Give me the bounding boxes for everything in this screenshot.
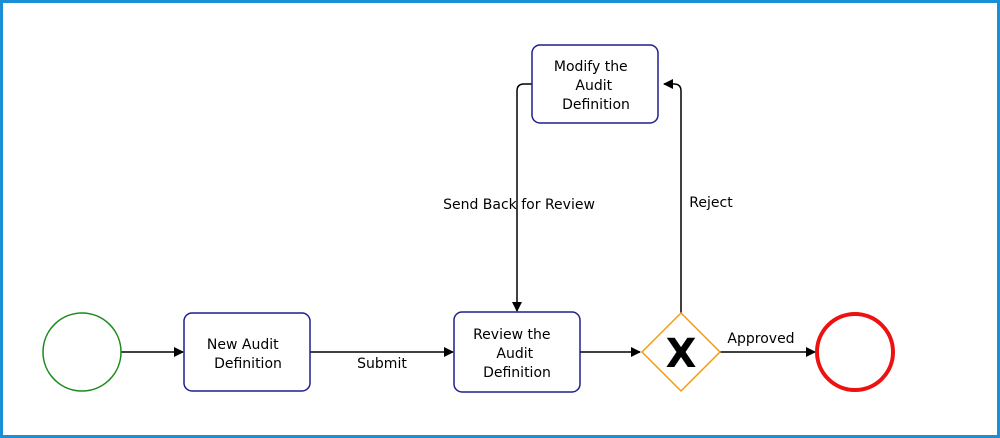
edge-label-reject: Reject	[689, 195, 733, 211]
gateway-x-icon: X	[666, 331, 697, 377]
task-review-label: Review the Audit Definition	[473, 327, 555, 381]
start-event[interactable]	[42, 312, 122, 392]
task-new-audit-definition[interactable]: New Audit Definition	[183, 312, 311, 392]
task-new-audit-box	[183, 312, 311, 392]
edge-label-submit: Submit	[357, 356, 407, 372]
task-review-audit-definition[interactable]: Review the Audit Definition	[453, 311, 581, 393]
edge-send-back	[512, 83, 532, 312]
task-modify-box	[531, 44, 659, 124]
task-modify-audit-definition[interactable]: Modify the Audit Definition	[531, 44, 659, 124]
task-modify-label: Modify the Audit Definition	[554, 59, 632, 113]
edges: Submit Approved Reject Send Back for Rev…	[121, 79, 816, 372]
end-event[interactable]	[815, 312, 895, 392]
edge-label-approved: Approved	[727, 331, 794, 347]
exclusive-gateway[interactable]: X	[640, 311, 722, 393]
task-new-audit-label: New Audit Definition	[207, 337, 283, 372]
edge-label-send-back: Send Back for Review	[443, 197, 595, 213]
gateway-diamond	[640, 311, 722, 393]
edge-reject	[663, 79, 682, 313]
task-review-box	[453, 311, 581, 393]
